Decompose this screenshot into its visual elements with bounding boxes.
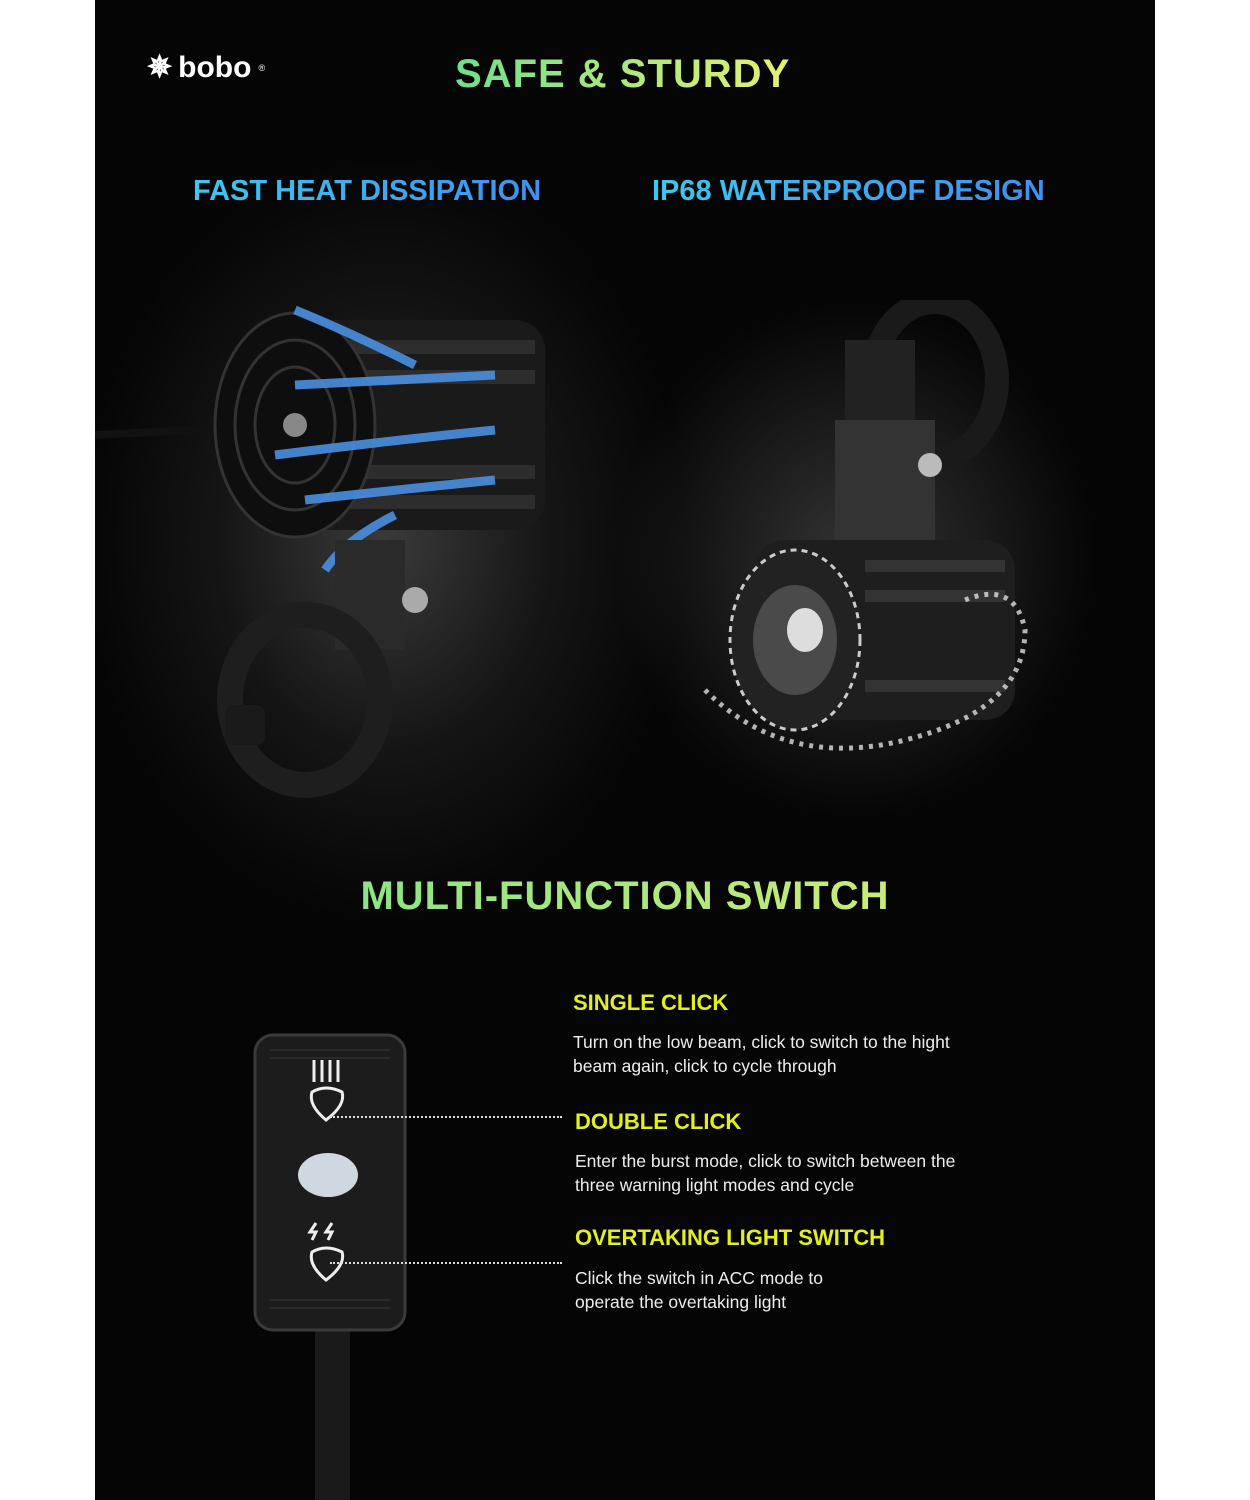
overtaking-connector: [330, 1262, 562, 1264]
waterproof-light-image: [703, 300, 1028, 751]
single-click-text: Turn on the low beam, click to switch to…: [573, 1032, 950, 1076]
gear-icon: ✵: [147, 51, 173, 84]
heat-dissipation-light-image: [95, 305, 545, 798]
double-click-heading: DOUBLE CLICK: [575, 1109, 742, 1134]
page-title: SAFE & STURDY: [455, 52, 791, 96]
switch-section-title: MULTI-FUNCTION SWITCH: [95, 874, 1155, 919]
feature-waterproof: IP68 WATERPROOF DESIGN: [652, 175, 1045, 207]
feature-heat-dissipation: FAST HEAT DISSIPATION: [193, 175, 542, 207]
product-infographic: ✵ bobo® SAFE & STURDY FAST HEAT DISSIPAT…: [95, 0, 1155, 1500]
multi-function-switch-image: [253, 1033, 407, 1500]
overtaking-heading: OVERTAKING LIGHT SWITCH: [575, 1225, 886, 1250]
brand-logo: ✵ bobo®: [147, 50, 266, 85]
overtaking-text: Click the switch in ACC mode to operate …: [575, 1268, 824, 1312]
double-click-text: Enter the burst mode, click to switch be…: [575, 1151, 956, 1195]
single-click-connector: [330, 1116, 562, 1118]
single-click-heading: SINGLE CLICK: [573, 990, 729, 1015]
